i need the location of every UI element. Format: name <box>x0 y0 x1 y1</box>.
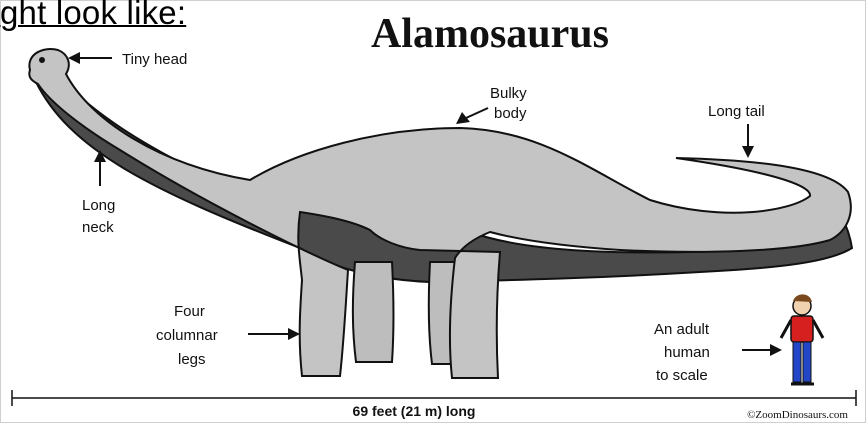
label-tiny-head: Tiny head <box>122 51 187 68</box>
label-four-legs-1: Four <box>174 303 205 320</box>
figure-title: Alamosaurus <box>371 11 609 57</box>
label-long-neck-1: Long <box>82 197 115 214</box>
label-bulky-body-1: Bulky <box>490 85 527 102</box>
label-human-2: human <box>664 344 710 361</box>
label-long-neck-2: neck <box>82 219 114 236</box>
length-label: 69 feet (21 m) long <box>353 403 476 419</box>
label-human-1: An adult <box>654 321 710 338</box>
dinosaur-far-leg-front <box>353 262 394 362</box>
label-four-legs-2: columnar <box>156 327 218 344</box>
dinosaur-eye <box>39 57 45 63</box>
slide-partial-text: ght look like: <box>0 0 186 32</box>
label-human-3: to scale <box>656 367 708 384</box>
label-bulky-body-2: body <box>494 105 527 122</box>
label-long-tail: Long tail <box>708 103 765 120</box>
label-four-legs-3: legs <box>178 351 206 368</box>
credit-text: ©ZoomDinosaurs.com <box>747 409 848 421</box>
